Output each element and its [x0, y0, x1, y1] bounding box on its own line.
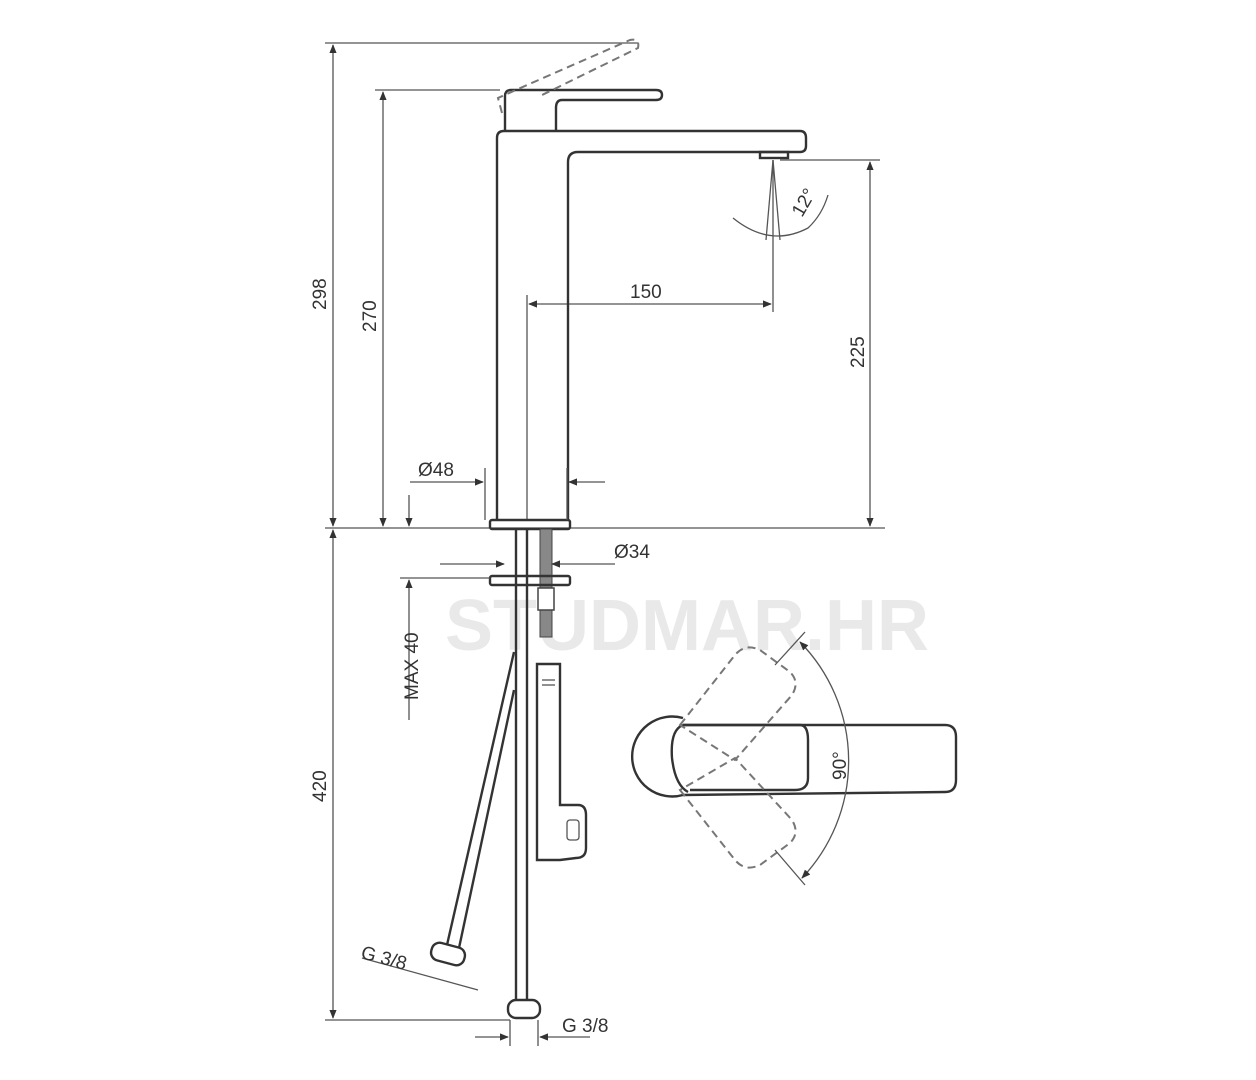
dimension-150: 150: [526, 160, 774, 520]
cartridge-box: [535, 662, 588, 862]
threaded-rod: [539, 528, 553, 638]
hose-nut-left: [429, 941, 467, 967]
dimension-diameter-34: Ø34: [440, 542, 650, 568]
label-max-40: MAX 40: [402, 632, 423, 700]
handle-top-view: 90°: [631, 631, 958, 886]
thread-g38-left: G 3/8: [359, 943, 479, 991]
thread-g38-right: G 3/8: [475, 1016, 608, 1046]
label-12-deg: 12°: [788, 185, 821, 220]
label-150: 150: [630, 282, 662, 303]
fixing-plate: [488, 574, 572, 587]
label-d48: Ø48: [418, 460, 454, 481]
dimension-270: 270: [360, 91, 387, 527]
aerator: [758, 150, 790, 160]
watermark: STUDMAR.HR: [445, 586, 929, 666]
label-225: 225: [848, 336, 869, 368]
label-d34: Ø34: [614, 542, 650, 563]
spray-angle-12: 12°: [732, 159, 829, 241]
label-90-deg: 90°: [830, 751, 851, 780]
label-298: 298: [310, 278, 331, 310]
label-g38-right: G 3/8: [562, 1016, 608, 1037]
dimension-298: 298: [310, 44, 337, 527]
base-plate: [488, 518, 572, 531]
lever-raised-outline: [496, 38, 640, 114]
reference-lines: [325, 42, 885, 1021]
hose-left: [445, 651, 516, 946]
label-270: 270: [360, 300, 381, 332]
dimension-225: 225: [848, 161, 874, 527]
faucet-body: [488, 38, 808, 531]
dimension-diameter-48: Ø48: [410, 460, 605, 520]
dimension-420: 420: [310, 529, 337, 1019]
dimension-max-40: MAX 40: [400, 495, 490, 720]
label-420: 420: [310, 770, 331, 802]
label-g38-left: G 3/8: [359, 943, 409, 975]
hose-nut-right: [506, 998, 542, 1020]
lever-handle: [503, 88, 664, 131]
mounting-shank: [429, 528, 588, 1020]
